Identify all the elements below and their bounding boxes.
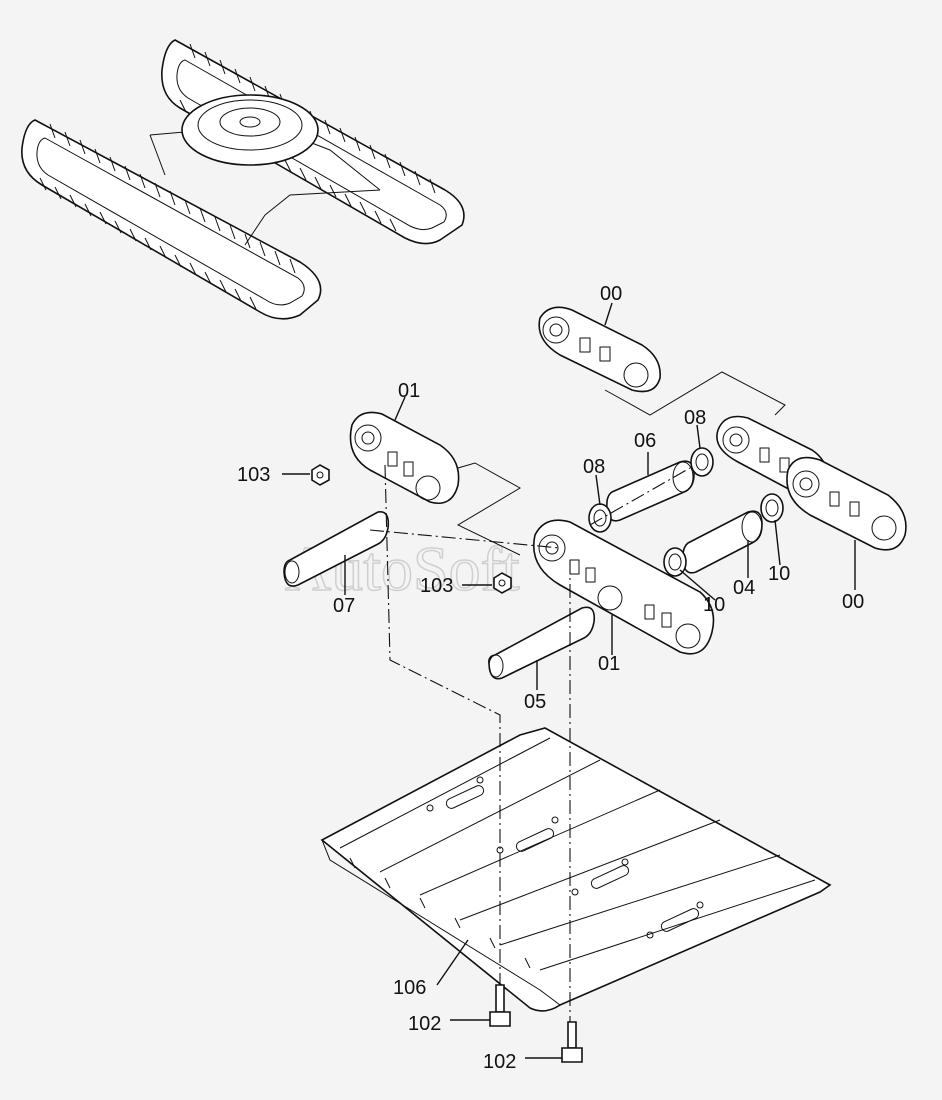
callout-01-mid: 01 xyxy=(598,653,620,675)
bushing-04 xyxy=(682,510,763,574)
link-00-top xyxy=(538,306,786,416)
callout-08-a: 08 xyxy=(583,456,605,478)
pin-07 xyxy=(283,511,390,587)
link-01-upper xyxy=(349,411,522,556)
callout-04: 04 xyxy=(733,577,755,599)
nut-103-b xyxy=(493,572,512,594)
callout-00-top: 00 xyxy=(600,283,622,305)
callout-103-b: 103 xyxy=(420,575,453,597)
callout-08-b: 08 xyxy=(684,407,706,429)
undercarriage-assembly xyxy=(21,39,465,320)
seal-rings xyxy=(588,447,784,577)
link-00-right xyxy=(716,415,907,551)
callout-102-b: 102 xyxy=(483,1051,516,1073)
callout-07: 07 xyxy=(333,595,355,617)
callout-01-top: 01 xyxy=(398,380,420,402)
callout-106: 106 xyxy=(393,977,426,999)
assembly-lines xyxy=(369,464,691,1022)
callout-labels: 00 01 103 08 06 08 07 103 10 04 10 00 01… xyxy=(237,283,864,1073)
callout-103-a: 103 xyxy=(237,464,270,486)
bolt-102-b xyxy=(561,1021,583,1063)
leader-lines xyxy=(282,302,856,1059)
callout-06: 06 xyxy=(634,430,656,452)
callout-05: 05 xyxy=(524,691,546,713)
track-shoe-106 xyxy=(320,727,832,1012)
bushing-06 xyxy=(606,460,695,522)
callout-102-a: 102 xyxy=(408,1013,441,1035)
link-01-middle xyxy=(533,519,715,655)
bolt-102-a xyxy=(489,984,511,1027)
callout-10-b: 10 xyxy=(768,563,790,585)
callout-10-a: 10 xyxy=(703,594,725,616)
callout-00-right: 00 xyxy=(842,591,864,613)
nut-103-a xyxy=(311,464,330,486)
front-track-shoes xyxy=(39,123,296,310)
pin-05 xyxy=(488,606,596,680)
